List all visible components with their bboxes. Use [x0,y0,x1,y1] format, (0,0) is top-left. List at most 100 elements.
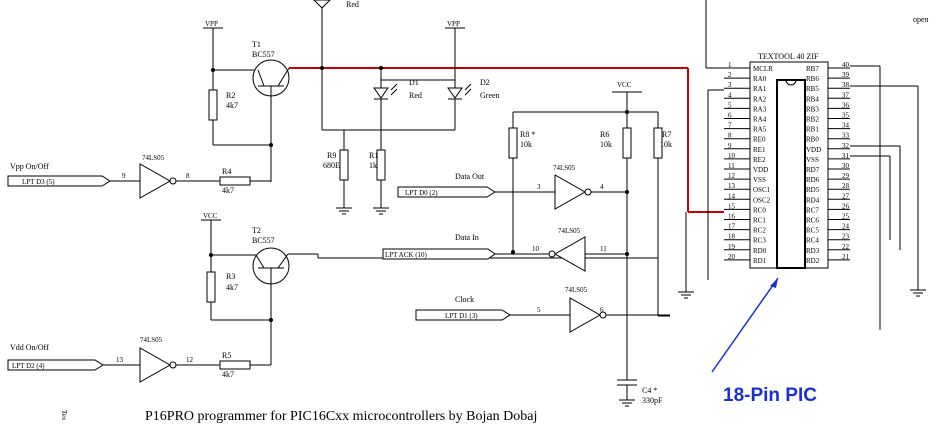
pin-name: RB4 [806,95,819,103]
data-in-lpt-label: LPT ACK (10) [385,251,428,259]
led-top-red [313,0,331,9]
pin-name: RD2 [806,257,820,265]
pin-number: 26 [842,202,850,210]
bottom-left-text: Tex [60,410,68,421]
pin-number: 34 [842,122,850,130]
r6-name: R6 [600,130,609,139]
inverter-gate-4: 74LS05 [548,227,586,272]
pin-number: 30 [842,162,850,170]
gate1-pin-in: 9 [122,172,126,180]
pin-name: RB6 [806,75,819,83]
pin-number: 8 [728,132,732,140]
pin-number: 40 [842,61,850,69]
gate4-pin-in: 10 [532,245,540,253]
socket-body [749,61,829,269]
pin-name: RC4 [806,237,819,245]
pin-number: 2 [728,71,732,79]
pin-name: RC1 [753,217,766,225]
inverter-gate-2: 74LS05 [139,336,177,383]
socket-name: TEXTOOL 40 ZIF [758,52,819,61]
vdd-onoff-label: Vdd On/Off [10,343,49,352]
pin-number: 25 [842,213,850,221]
pin-number: 9 [728,142,732,150]
pin-number: 32 [842,142,850,150]
pin-name: RB0 [806,136,819,144]
pin-number: 36 [842,101,850,109]
r2-name: R2 [226,91,235,100]
r3-value: 4k7 [226,283,238,292]
data-lines-section: VCC R8 * 10k R6 10k R7 10k Data Out LPT … [382,81,672,407]
pin-name: RC3 [753,237,766,245]
pin-number: 35 [842,112,850,120]
corner-text: open [913,15,929,24]
r9-value: 680E [323,161,340,170]
pin-number: 33 [842,132,850,140]
led-d1 [373,87,389,99]
pin-number: 17 [728,223,736,231]
pin-name: RB5 [806,85,819,93]
pin-number: 4 [728,91,732,99]
transistor-t1: T1 BC557 [252,40,290,100]
r8-name: R8 * [520,130,535,139]
svg-text:74LS05: 74LS05 [565,286,588,294]
led-d2 [447,87,463,99]
pin-number: 6 [728,112,732,120]
pin-name: RB2 [806,116,819,124]
led-top-color: Red [346,0,359,9]
d2-color: Green [480,91,500,100]
transistor-t2: T2 BC557 [252,226,290,285]
svg-text:74LS05: 74LS05 [553,164,576,172]
gate2-pin-out: 12 [186,356,194,364]
vpp-label-left: VPP [205,20,218,28]
pin-number: 1 [728,61,732,69]
t2-name: T2 [252,226,261,235]
pin-name: RC0 [753,206,766,214]
inverter-gate-1: 74LS05 [139,154,177,199]
vpp-lpt-label: LPT D3 (5) [22,178,55,186]
pin-number: 37 [842,91,850,99]
d1-name: D1 [409,78,419,87]
pic18-outline [776,79,806,269]
data-in-label: Data In [455,233,479,242]
resistor-r5 [219,360,251,370]
vpp-switch-section: VPP T1 BC557 R2 4k7 Vpp On/Off LPT D3 (5… [7,20,290,199]
r1-value: 1k [369,161,377,170]
gate3-pin-out: 4 [600,183,604,191]
resistor-r2 [208,89,218,121]
pin-number: 5 [728,101,732,109]
pin-name: OSC2 [753,196,771,204]
c4-value: 330pF [642,396,663,405]
pin-name: RD5 [806,186,820,194]
resistor-r8 [508,127,518,159]
t1-type: BC557 [252,50,275,59]
pin-number: 3 [728,81,732,89]
inverter-gate-5: 74LS05 [565,286,607,333]
clock-label: Clock [455,295,474,304]
pin-number: 11 [728,162,735,170]
vcc-label-t2: VCC [203,212,218,220]
gate5-pin-in: 5 [537,306,541,314]
r4-value: 4k7 [222,186,234,195]
